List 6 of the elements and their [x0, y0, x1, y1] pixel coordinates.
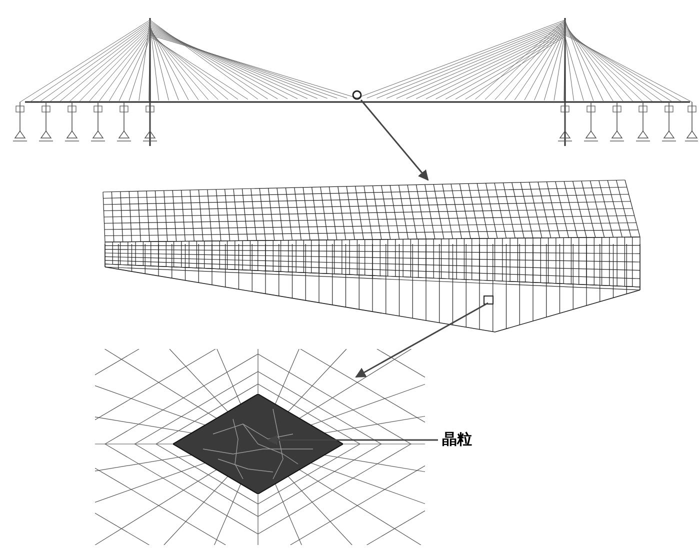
leader-line [266, 434, 438, 446]
arrow [355, 302, 488, 378]
grain-region-drawing [173, 394, 343, 494]
grain-mesh-drawing [95, 349, 425, 545]
arrow [360, 100, 429, 181]
callout-label: 晶粒 [442, 430, 472, 449]
